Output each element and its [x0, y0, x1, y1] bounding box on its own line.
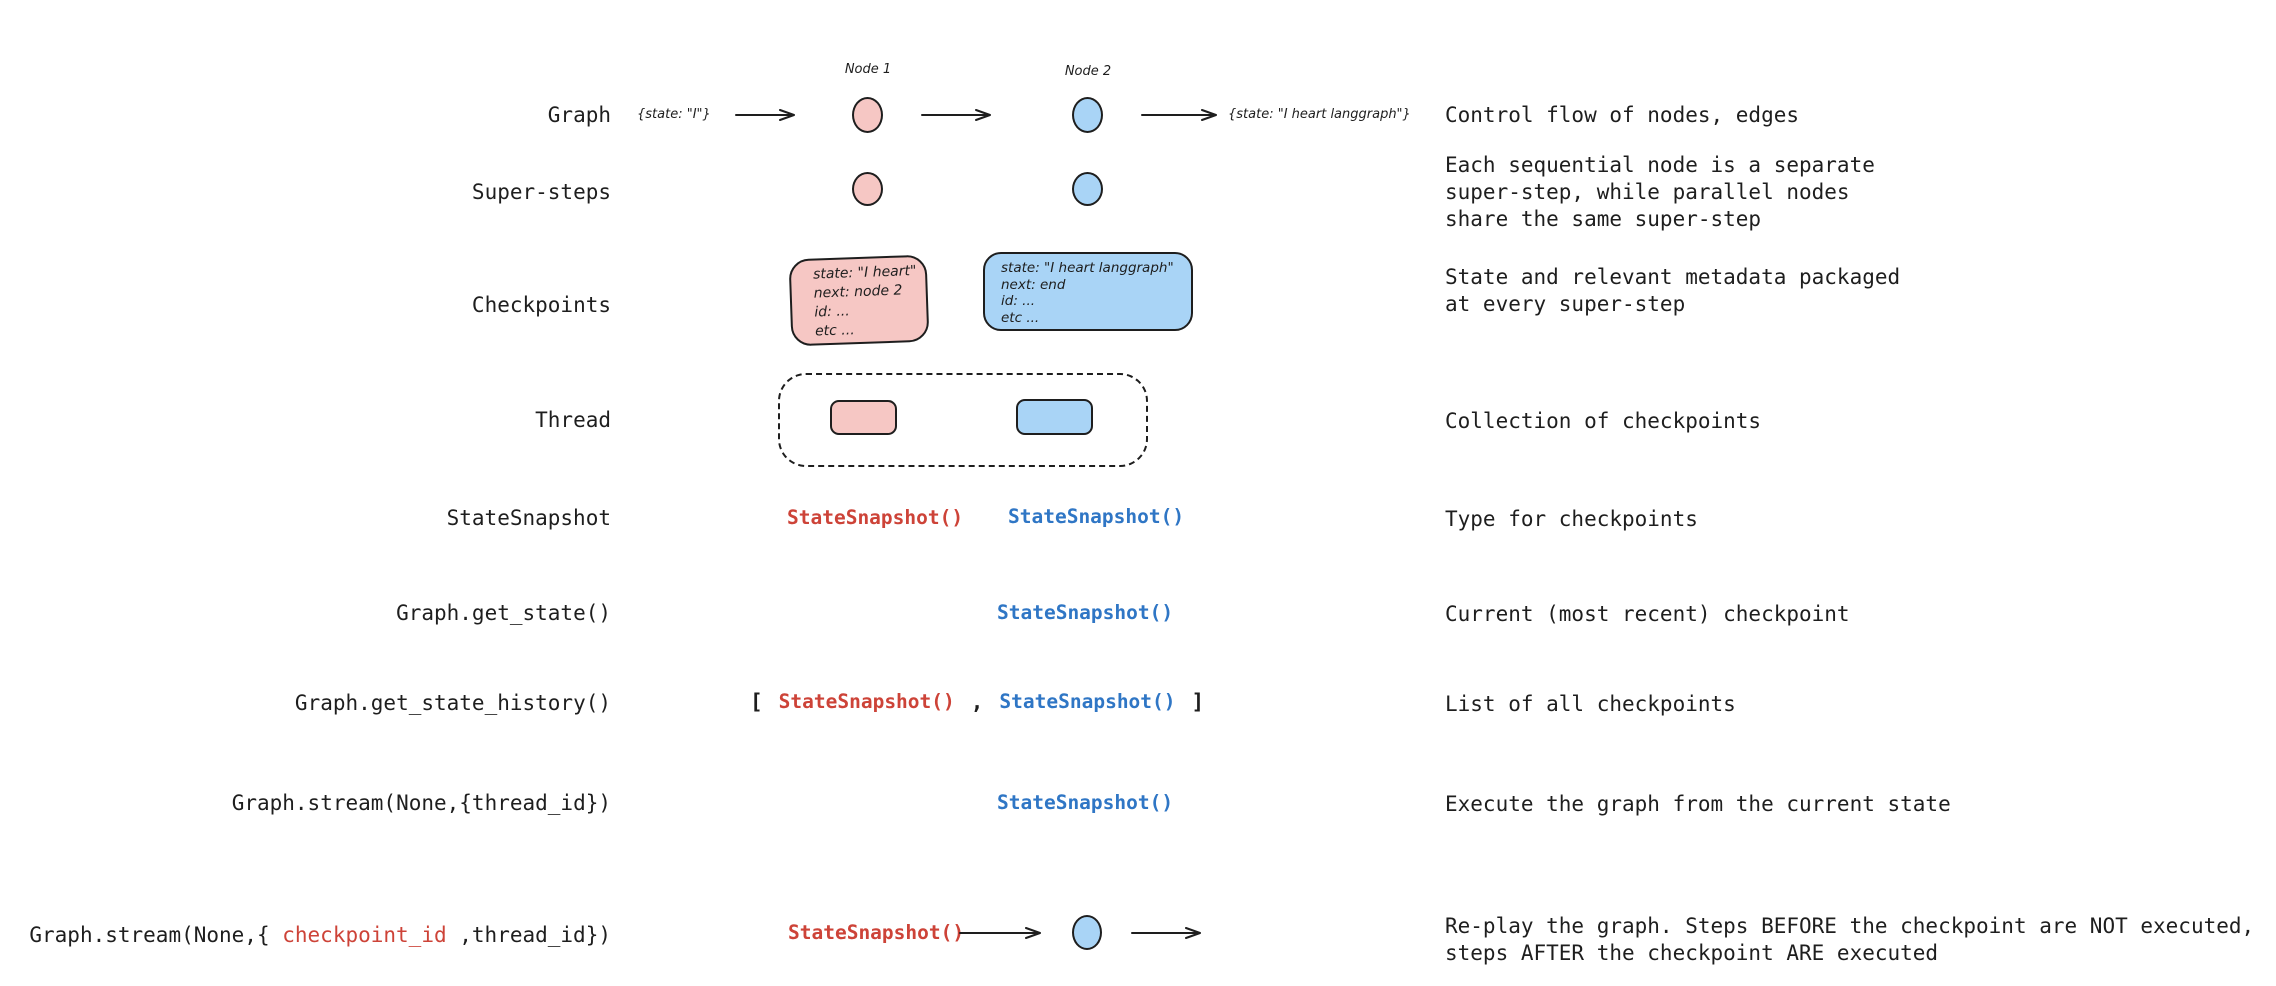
checkpoint-blue-line: id: ...: [1001, 293, 1036, 309]
row-label-graph: Graph: [547, 103, 611, 127]
graph-description: Control flow of nodes, edges: [1445, 103, 1800, 127]
row-label-stream-checkpoint: Graph.stream(None,{ checkpoint_id ,threa…: [0, 923, 611, 947]
checkpoint-blue-line: next: end: [1001, 276, 1066, 293]
thread-blue-checkpoint: [1016, 399, 1093, 435]
stream-thread-description: Execute the graph from the current state: [1445, 792, 1951, 816]
checkpoint-blue-box: state: "I heart langgraph" next: end id:…: [983, 252, 1193, 331]
row-label-get-state: Graph.get_state(): [396, 601, 611, 625]
stream-checkpoint-description: Re-play the graph. Steps BEFORE the chec…: [1445, 914, 2255, 965]
arrow-icon: [959, 927, 1041, 939]
bracket-close: ]: [1191, 690, 1205, 714]
node1-circle: [852, 97, 883, 133]
get-state-description: Current (most recent) checkpoint: [1445, 602, 1850, 626]
row-label-stream-thread: Graph.stream(None,{thread_id}): [231, 791, 611, 815]
thread-pink-checkpoint: [830, 400, 897, 435]
graph-input-state-text: {state: "I"}: [637, 107, 711, 122]
get-state-history-description: List of all checkpoints: [1445, 692, 1736, 716]
bracket-open: [: [750, 690, 763, 714]
checkpoint-pink-line: state: "I heart": [812, 262, 917, 283]
thread-description: Collection of checkpoints: [1445, 409, 1762, 433]
checkpoint-blue-line: etc ...: [1001, 309, 1040, 326]
history-snapshot-blue: StateSnapshot(): [999, 690, 1176, 713]
comma: ,: [970, 690, 984, 714]
stream-snapshot-blue: StateSnapshot(): [997, 791, 1174, 814]
stream-checkpoint-label-post: ,thread_id}): [446, 923, 611, 947]
checkpoint-pink-line: etc ...: [814, 322, 855, 340]
arrow-icon: [1141, 109, 1217, 121]
state-snapshot-description: Type for checkpoints: [1445, 507, 1698, 531]
checkpoint-blue-line: state: "I heart langgraph": [1001, 260, 1174, 276]
state-history-list: [ StateSnapshot() , StateSnapshot() ]: [750, 690, 1205, 714]
state-snapshot-red: StateSnapshot(): [787, 506, 964, 529]
super-step-blue-circle: [1072, 172, 1103, 206]
stream-checkpoint-label-pre: Graph.stream(None,{: [29, 923, 283, 947]
row-label-state-snapshot: StateSnapshot: [446, 506, 611, 530]
arrow-icon: [921, 109, 991, 121]
graph-output-state-text: {state: "I heart langgraph"}: [1228, 107, 1411, 122]
history-snapshot-red: StateSnapshot(): [778, 690, 955, 713]
arrow-icon: [1131, 927, 1201, 939]
checkpoint-pink-box: state: "I heart" next: node 2 id: ... et…: [788, 254, 930, 347]
stream-checkpoint-label-red: checkpoint_id: [282, 923, 447, 947]
super-steps-description: Each sequential node is a separate super…: [1445, 153, 1875, 231]
thread-dashed-box: [778, 373, 1148, 467]
row-label-get-state-history: Graph.get_state_history(): [294, 691, 611, 715]
arrow-icon: [735, 109, 795, 121]
replay-snapshot-red: StateSnapshot(): [788, 921, 965, 944]
row-label-thread: Thread: [535, 408, 611, 432]
row-label-super-steps: Super-steps: [471, 180, 611, 204]
node2-circle: [1072, 97, 1103, 133]
state-snapshot-blue: StateSnapshot(): [1008, 505, 1185, 528]
replay-node-circle: [1072, 915, 1102, 950]
row-label-checkpoints: Checkpoints: [471, 293, 611, 317]
get-state-snapshot-blue: StateSnapshot(): [997, 601, 1174, 624]
node1-label: Node 1: [844, 62, 892, 77]
checkpoints-description: State and relevant metadata packaged at …: [1445, 265, 1901, 316]
super-step-pink-circle: [852, 172, 883, 206]
node2-label: Node 2: [1064, 64, 1112, 79]
